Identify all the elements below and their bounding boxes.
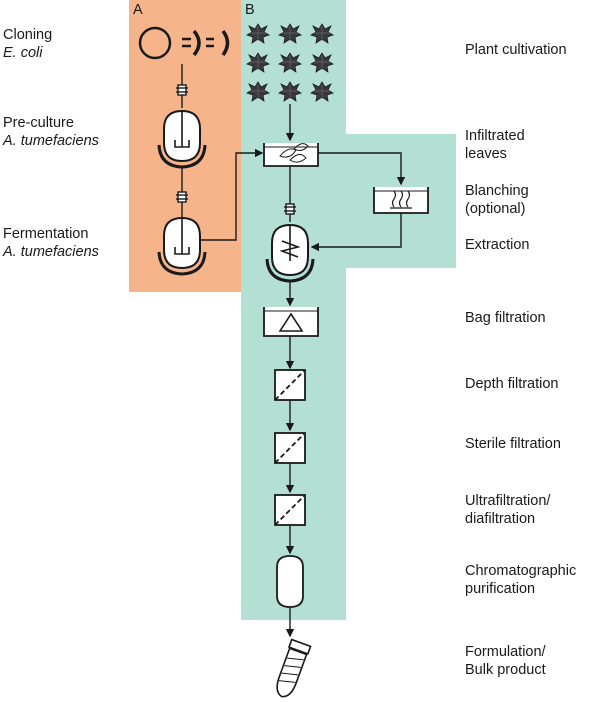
infiltrated-label-line1: Infiltrated bbox=[465, 128, 525, 144]
product-tube-icon bbox=[276, 638, 312, 698]
coupling-icon bbox=[175, 191, 189, 203]
coupling-icon bbox=[175, 84, 189, 96]
blanching-label-line1: Blanching bbox=[465, 183, 529, 199]
bioreactor-icon bbox=[157, 109, 207, 169]
coupling-icon bbox=[283, 203, 297, 215]
blanching-label-line2: (optional) bbox=[465, 201, 526, 217]
preculture-organism-label: A. tumefaciens bbox=[3, 133, 99, 149]
panel-b-label: B bbox=[245, 2, 255, 18]
extraction-reactor-icon bbox=[265, 223, 315, 283]
chromatography-column-icon bbox=[276, 555, 304, 608]
bag-filter-icon bbox=[263, 307, 319, 337]
plasmid-icon bbox=[138, 26, 230, 60]
plant-icon bbox=[246, 23, 334, 102]
bag-filtration-label: Bag filtration bbox=[465, 310, 546, 326]
cloning-organism-label: E. coli bbox=[3, 45, 43, 61]
leaves-tank-icon bbox=[263, 143, 319, 167]
ultrafiltration-label-line1: Ultrafiltration/ bbox=[465, 493, 551, 509]
extraction-label: Extraction bbox=[465, 237, 530, 253]
ultrafiltration-label-line2: diafiltration bbox=[465, 511, 536, 527]
blanching-bath-icon bbox=[373, 187, 429, 214]
preculture-label: Pre-culture bbox=[3, 115, 74, 131]
formulation-label-line1: Formulation/ bbox=[465, 644, 546, 660]
fermentation-organism-label: A. tumefaciens bbox=[3, 244, 99, 260]
depth-filter-icon bbox=[274, 369, 306, 401]
plant-cultivation-label: Plant cultivation bbox=[465, 42, 567, 58]
ultrafilter-icon bbox=[274, 494, 306, 526]
bioreactor-icon bbox=[157, 216, 207, 276]
infiltrated-label-line2: leaves bbox=[465, 146, 507, 162]
fermentation-label: Fermentation bbox=[3, 226, 89, 242]
infiltration-connector bbox=[201, 148, 264, 241]
chromatography-label-line2: purification bbox=[465, 581, 536, 597]
sterile-filtration-label: Sterile filtration bbox=[465, 436, 561, 452]
cloning-label: Cloning bbox=[3, 27, 53, 43]
depth-filtration-label: Depth filtration bbox=[465, 376, 559, 392]
formulation-label-line2: Bulk product bbox=[465, 662, 546, 678]
chromatography-label-line1: Chromatographic bbox=[465, 563, 577, 579]
panel-a-label: A bbox=[133, 2, 143, 18]
sterile-filter-icon bbox=[274, 432, 306, 464]
